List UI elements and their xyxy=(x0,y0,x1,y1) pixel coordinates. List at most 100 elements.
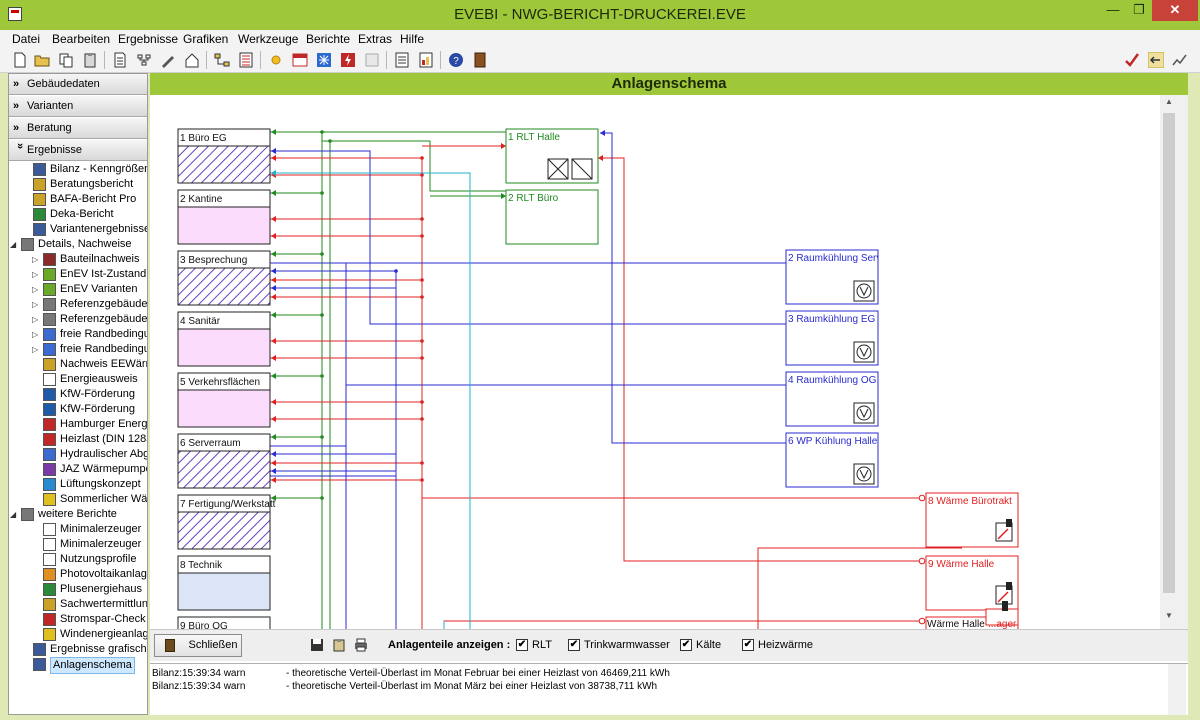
tree-item[interactable]: ▷EnEV Varianten xyxy=(9,282,147,297)
zone-box[interactable]: 7 Fertigung/Werkstatt xyxy=(177,494,276,550)
expand-arrow-icon[interactable]: ◢ xyxy=(10,240,17,249)
checkbox-box[interactable]: ✔ xyxy=(742,639,754,651)
scroll-thumb[interactable] xyxy=(1163,113,1175,593)
checkbox-box[interactable]: ✔ xyxy=(568,639,580,651)
zone-box[interactable]: 5 Verkehrsflächen xyxy=(177,372,271,428)
rlt-box[interactable]: 2 RLT Büro xyxy=(505,189,599,245)
tree-item[interactable]: Bilanz - Kenngrößen xyxy=(9,162,147,177)
print-icon[interactable] xyxy=(354,638,368,652)
heating-box[interactable]: Wärme Halle...ager xyxy=(925,601,1019,629)
menu-ergebnisse[interactable]: Ergebnisse xyxy=(118,32,179,46)
tree-item[interactable]: Plusenergiehaus xyxy=(9,582,147,597)
tree-item[interactable]: ▷EnEV Ist-Zustand xyxy=(9,267,147,282)
tree-item[interactable]: Photovoltaikanlage xyxy=(9,567,147,582)
tree-item[interactable]: JAZ Wärmepumpe xyxy=(9,462,147,477)
tree-item[interactable]: Windenergieanlage xyxy=(9,627,147,642)
clipboard-icon[interactable] xyxy=(82,52,98,68)
tree-item[interactable]: Deka-Bericht xyxy=(9,207,147,222)
scroll-up-icon[interactable]: ▲ xyxy=(1165,97,1173,106)
zone-box[interactable]: 8 Technik xyxy=(177,555,271,611)
tree-item[interactable]: Beratungsbericht xyxy=(9,177,147,192)
zone-box[interactable]: 3 Besprechung xyxy=(177,250,271,306)
rlt-box[interactable]: 1 RLT Halle xyxy=(505,128,599,184)
zone-box[interactable]: 6 Serverraum xyxy=(177,433,271,489)
menu-grafiken[interactable]: Grafiken xyxy=(183,32,229,46)
tree-item[interactable]: KfW-Förderung xyxy=(9,387,147,402)
expand-arrow-icon[interactable]: ▷ xyxy=(32,315,39,324)
expand-arrow-icon[interactable]: ◢ xyxy=(10,510,17,519)
open-folder-icon[interactable] xyxy=(34,52,50,68)
tree-item[interactable]: Sommerlicher Wärmeschutz xyxy=(9,492,147,507)
zone-box[interactable]: 2 Kantine xyxy=(177,189,271,245)
tree-item[interactable]: Nachweis EEWärmeG xyxy=(9,357,147,372)
snowflake-icon[interactable] xyxy=(316,52,332,68)
tree-item[interactable]: Sachwertermittlung xyxy=(9,597,147,612)
arrow-left-icon[interactable] xyxy=(1148,52,1164,68)
zone-box[interactable]: 1 Büro EG xyxy=(177,128,271,184)
tree-item[interactable]: ▷Referenzgebäude xyxy=(9,312,147,327)
checkmark-icon[interactable] xyxy=(1124,52,1140,68)
tree-item[interactable]: Anlagenschema xyxy=(9,657,147,674)
report-icon[interactable] xyxy=(394,52,410,68)
expand-arrow-icon[interactable]: ▷ xyxy=(32,255,39,264)
tree-item[interactable]: ▷Referenzgebäude xyxy=(9,297,147,312)
tree-item[interactable]: Variantenergebnisse xyxy=(9,222,147,237)
lightning-icon[interactable] xyxy=(340,52,356,68)
clipboard-icon[interactable] xyxy=(332,638,346,652)
cooling-box[interactable]: 4 Raumkühlung OG xyxy=(785,371,879,427)
expand-arrow-icon[interactable]: ▷ xyxy=(32,300,39,309)
menu-werkzeuge[interactable]: Werkzeuge xyxy=(238,32,299,46)
close-window-button[interactable]: ✕ xyxy=(1152,0,1198,21)
menu-extras[interactable]: Extras xyxy=(358,32,393,46)
tree-item[interactable]: ▷freie Randbedingungen xyxy=(9,327,147,342)
tree-item[interactable]: ▷freie Randbedingungen xyxy=(9,342,147,357)
menu-datei[interactable]: Datei xyxy=(12,32,41,46)
expand-arrow-icon[interactable]: ▷ xyxy=(32,285,39,294)
expand-arrow-icon[interactable]: ▷ xyxy=(32,330,39,339)
window-icon[interactable] xyxy=(292,52,308,68)
list-icon[interactable] xyxy=(238,52,254,68)
sun-icon[interactable] xyxy=(268,52,284,68)
cooling-box[interactable]: 2 Raumkühlung Serverraum xyxy=(785,249,913,305)
vertical-scrollbar[interactable]: ▲ ▼ xyxy=(1160,95,1188,629)
expand-arrow-icon[interactable]: ▷ xyxy=(32,345,39,354)
tree-item[interactable]: Stromspar-Check xyxy=(9,612,147,627)
tree-item[interactable]: KfW-Förderung xyxy=(9,402,147,417)
menu-berichte[interactable]: Berichte xyxy=(306,32,351,46)
close-button[interactable]: Schließen xyxy=(154,634,242,657)
document-icon[interactable] xyxy=(112,52,128,68)
cooling-box[interactable]: 3 Raumkühlung EG xyxy=(785,310,879,366)
menu-hilfe[interactable]: Hilfe xyxy=(400,32,425,46)
tree-item[interactable]: ◢Details, Nachweise xyxy=(9,237,147,252)
tree-item[interactable]: Nutzungsprofile xyxy=(9,552,147,567)
log-scrollbar[interactable] xyxy=(1168,664,1186,715)
book-icon[interactable] xyxy=(472,52,488,68)
trend-chart-icon[interactable] xyxy=(1172,52,1188,68)
help-icon[interactable]: ? xyxy=(448,52,464,68)
section-gebaeudedaten[interactable]: »Gebäudedaten xyxy=(9,74,147,95)
checkbox-box[interactable]: ✔ xyxy=(680,639,692,651)
tree-item[interactable]: Hamburger Energiepass xyxy=(9,417,147,432)
expand-arrow-icon[interactable]: ▷ xyxy=(32,270,39,279)
tree-structure-icon[interactable] xyxy=(136,52,152,68)
tree-item[interactable]: Ergebnisse grafisch xyxy=(9,642,147,657)
section-ergebnisse[interactable]: »Ergebnisse xyxy=(9,140,147,161)
zone-box[interactable]: 4 Sanitär xyxy=(177,311,271,367)
heating-box[interactable]: 8 Wärme Bürotrakt xyxy=(925,492,1019,548)
network-icon[interactable] xyxy=(214,52,230,68)
new-file-icon[interactable] xyxy=(12,52,28,68)
zone-box[interactable]: 9 Büro OG xyxy=(177,616,271,629)
menu-bearbeiten[interactable]: Bearbeiten xyxy=(52,32,111,46)
cooling-box[interactable]: 6 WP Kühlung Halle xyxy=(785,432,879,488)
tree-item[interactable]: Hydraulischer Abgleich xyxy=(9,447,147,462)
scroll-down-icon[interactable]: ▼ xyxy=(1165,611,1173,620)
tree-item[interactable]: ▷Bauteilnachweis xyxy=(9,252,147,267)
tree-item[interactable]: Energieausweis xyxy=(9,372,147,387)
copy-icon[interactable] xyxy=(58,52,74,68)
tree-item[interactable]: Minimalerzeuger xyxy=(9,537,147,552)
calculator-icon[interactable] xyxy=(364,52,380,68)
tree-item[interactable]: Heizlast (DIN 12831) xyxy=(9,432,147,447)
chart-report-icon[interactable] xyxy=(418,52,434,68)
checkbox-box[interactable]: ✔ xyxy=(516,639,528,651)
